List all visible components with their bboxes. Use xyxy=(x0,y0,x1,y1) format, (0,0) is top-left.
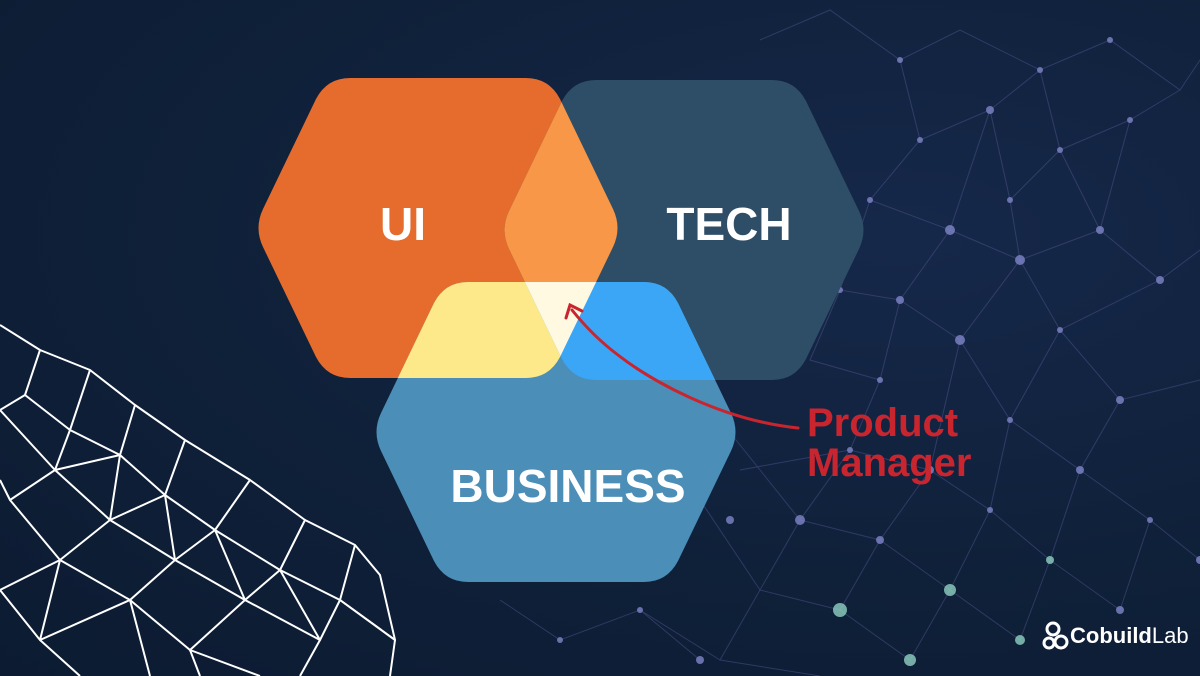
business-label: BUSINESS xyxy=(450,460,685,512)
logo-text-bold: Cobuild xyxy=(1070,623,1152,648)
svg-text:CobuildLab: CobuildLab xyxy=(1070,623,1189,648)
network-nodes xyxy=(557,37,1200,666)
tech-business-overlap xyxy=(504,282,736,380)
product-manager-line1: Product xyxy=(807,401,958,445)
logo-text-light: Lab xyxy=(1152,623,1189,648)
tech-label: TECH xyxy=(666,198,791,250)
logo-icon xyxy=(1042,621,1069,650)
product-manager-line2: Manager xyxy=(807,441,972,485)
wireframe-mesh xyxy=(0,324,396,676)
ui-label: UI xyxy=(380,198,426,250)
ui-business-overlap xyxy=(376,282,618,378)
product-manager-arrow xyxy=(564,302,800,430)
cobuildlab-logo: CobuildLab xyxy=(1042,621,1189,650)
